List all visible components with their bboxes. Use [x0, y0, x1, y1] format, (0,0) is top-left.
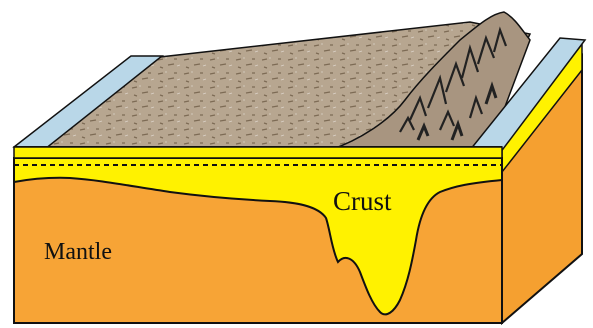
front-crust-top-band — [14, 147, 502, 158]
mantle-label: Mantle — [44, 239, 112, 265]
crust-label: Crust — [333, 186, 392, 216]
